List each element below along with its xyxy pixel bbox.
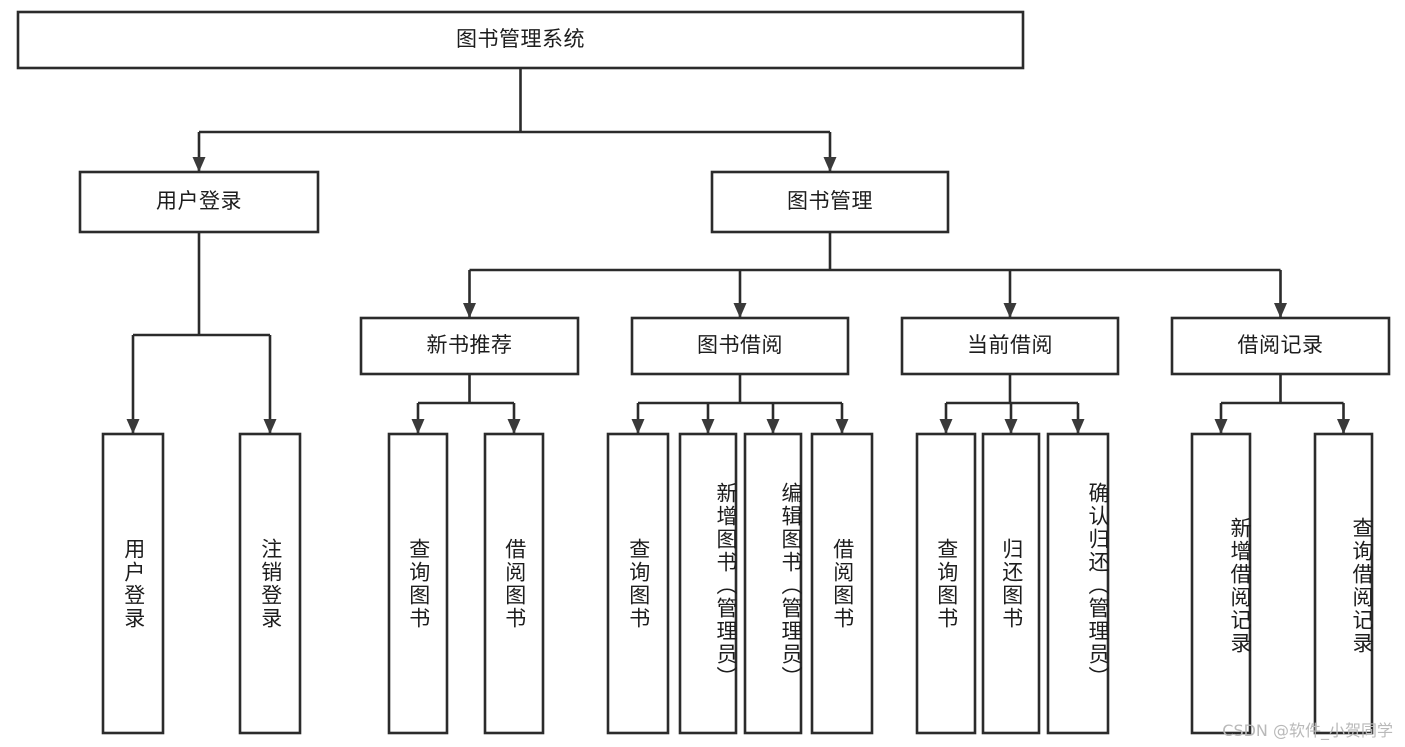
arrow-icon-leaf-edit-book [766,419,780,434]
arrow-icon-leaf-query-book-1 [411,419,425,434]
node-box-leaf-user-login[interactable] [101,432,165,735]
arrow-icon-leaf-add-record [1214,419,1228,434]
node-box-leaf-return-book[interactable] [981,432,1041,735]
arrow-icon-current-borrow [1003,303,1017,318]
node-box-book-borrow[interactable] [630,316,850,376]
arrow-icon-leaf-user-login [126,419,140,434]
node-box-leaf-edit-book[interactable] [743,432,803,735]
node-box-leaf-add-book[interactable] [678,432,738,735]
arrow-icon-leaf-query-book-2 [631,419,645,434]
box-layer [16,10,1391,735]
arrow-icon-leaf-query-record [1337,419,1350,434]
arrow-icon-leaf-borrow-book-2 [835,419,849,434]
node-box-leaf-confirm-return[interactable] [1046,432,1110,735]
node-box-user-login[interactable] [78,170,320,234]
arrow-icon-leaf-return-book [1004,419,1018,434]
arrow-icon-leaf-add-book [701,419,715,434]
arrow-icon-borrow-record [1274,303,1287,318]
node-box-leaf-query-book-1[interactable] [387,432,449,735]
node-box-root[interactable] [16,10,1025,70]
arrow-icon-leaf-confirm-return [1071,419,1085,434]
arrow-icon-leaf-borrow-book-1 [507,419,521,434]
node-box-borrow-record[interactable] [1170,316,1391,376]
node-box-leaf-add-record[interactable] [1190,432,1252,735]
node-box-leaf-borrow-book-2[interactable] [810,432,874,735]
node-box-leaf-query-book-2[interactable] [606,432,670,735]
arrow-icon-user-login [192,157,206,172]
node-box-leaf-query-book-3[interactable] [915,432,977,735]
arrow-icon-new-book-rec [463,303,476,318]
arrow-icon-book-manage [823,157,837,172]
arrow-icon-leaf-query-book-3 [939,419,953,434]
node-box-leaf-query-record[interactable] [1313,432,1374,735]
node-box-leaf-logout[interactable] [238,432,302,735]
arrow-icon-book-borrow [733,303,747,318]
node-box-current-borrow[interactable] [900,316,1120,376]
node-box-leaf-borrow-book-1[interactable] [483,432,545,735]
node-box-book-manage[interactable] [710,170,950,234]
node-box-new-book-rec[interactable] [359,316,580,376]
connector-layer [126,68,1350,434]
arrow-icon-leaf-logout [263,419,277,434]
